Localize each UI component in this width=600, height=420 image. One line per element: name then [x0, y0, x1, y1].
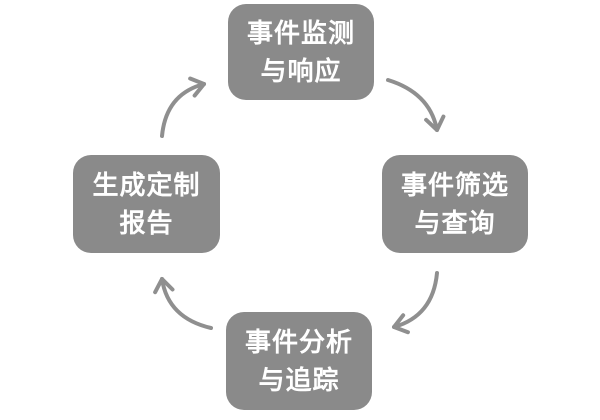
node-label-line2: 报告	[119, 208, 174, 238]
node-event-filtering: 事件筛选 与查询	[382, 155, 528, 253]
arrow-filtering-to-analysis	[391, 271, 439, 335]
node-label-line1: 事件筛选	[400, 170, 509, 200]
node-label-line1: 事件监测	[246, 18, 355, 48]
node-label-line2: 与追踪	[258, 365, 340, 395]
node-event-monitoring: 事件监测 与响应	[228, 4, 374, 100]
node-label-line1: 事件分析	[244, 327, 353, 357]
node-report-generation: 生成定制 报告	[73, 155, 220, 253]
arrow-monitoring-to-filtering	[386, 78, 446, 133]
node-label-line2: 与查询	[414, 208, 496, 238]
node-label-line2: 与响应	[260, 56, 342, 86]
node-label-line1: 生成定制	[92, 170, 201, 200]
arrow-analysis-to-report	[153, 276, 213, 330]
node-event-analysis: 事件分析 与追踪	[226, 312, 372, 410]
arrow-report-to-monitoring	[160, 76, 207, 138]
